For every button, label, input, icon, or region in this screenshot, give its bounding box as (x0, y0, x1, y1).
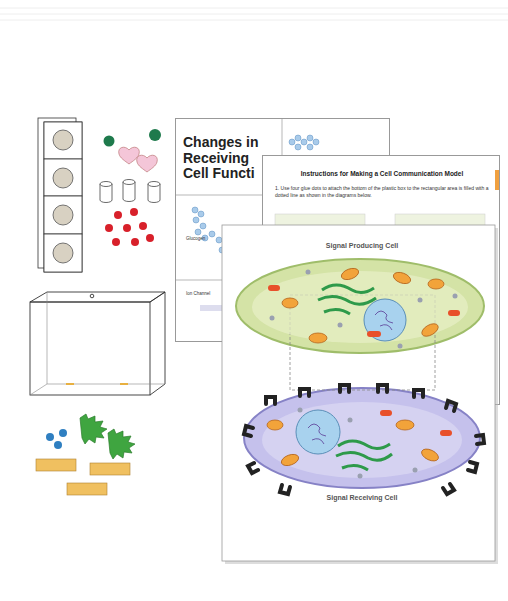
sponge (36, 459, 130, 495)
cell-outline (238, 380, 486, 510)
heart (119, 147, 140, 164)
card-strip (38, 118, 76, 268)
blue-dots (46, 429, 67, 449)
glue-dots (66, 383, 128, 385)
part-label: Ion Channel (186, 291, 210, 296)
green-dot (104, 136, 115, 147)
node-text: Changes in Receiving Cell Functi (183, 135, 269, 182)
card-circles (53, 130, 73, 263)
node-text: Signal Receiving Cell (238, 494, 486, 502)
card-strip (44, 122, 82, 272)
node-text: 1. Use four glue dots to attach the bott… (275, 185, 489, 198)
cell-node: Signal Producing Cell (232, 238, 492, 356)
cylinders (100, 180, 160, 203)
node-text: Instructions for Making a Cell Communica… (271, 170, 493, 178)
part-label: Glucogen (186, 236, 205, 241)
rule-line (0, 20, 508, 21)
red-dots (105, 208, 154, 246)
rule-line (0, 8, 508, 9)
cell-node: Signal Receiving Cell (238, 380, 486, 510)
holly-leaf (80, 414, 135, 459)
heart (137, 155, 158, 172)
green-dot (149, 129, 161, 141)
cell-membrane (236, 259, 484, 353)
cell-outline (232, 238, 492, 356)
rule-line (0, 14, 508, 15)
card-squares (44, 122, 82, 272)
plastic-box (30, 292, 165, 395)
cell-membrane (244, 388, 480, 488)
node-text: Signal Producing Cell (232, 242, 492, 250)
